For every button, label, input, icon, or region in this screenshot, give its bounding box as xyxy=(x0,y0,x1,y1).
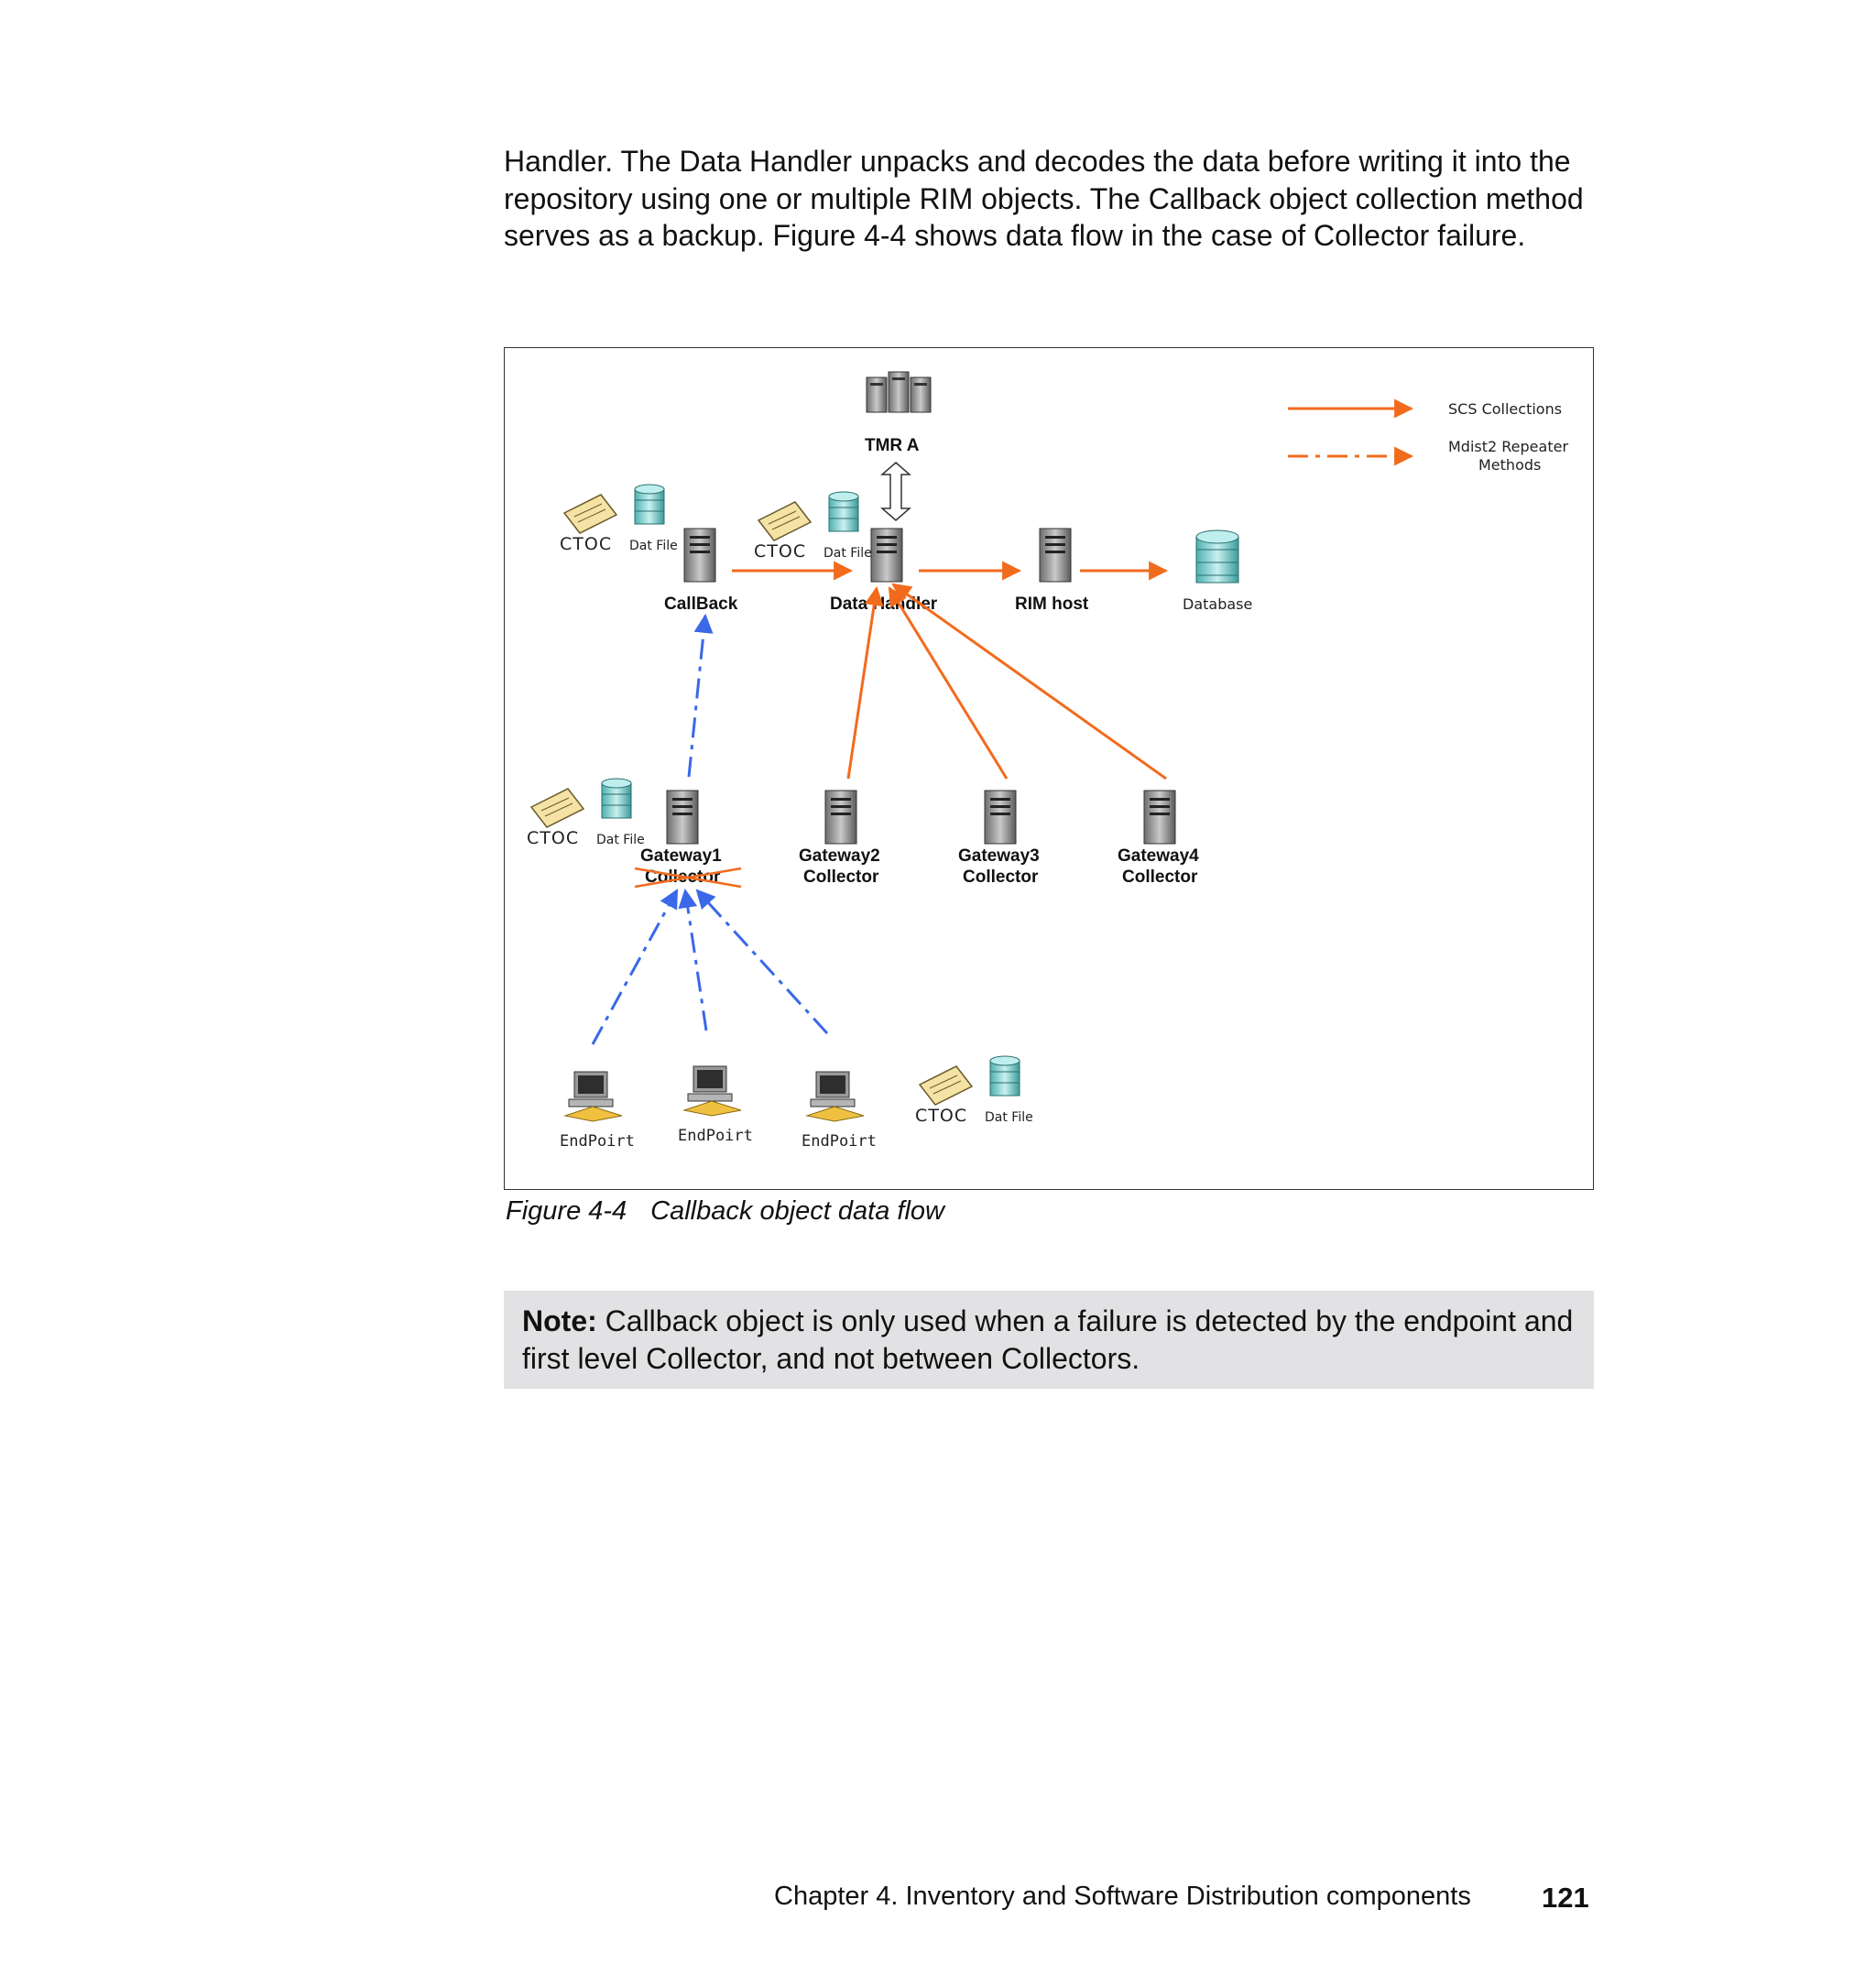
svg-text:CTOC: CTOC xyxy=(527,828,579,848)
svg-text:Dat File: Dat File xyxy=(985,1110,1033,1125)
endpoint3-label: EndPoirt xyxy=(802,1132,877,1151)
data-flow-diagram: SCS Collections Mdist2 Repeater Methods … xyxy=(527,371,1568,1151)
data-handler-server-icon xyxy=(870,528,903,583)
figure-caption: Figure 4-4 Callback object data flow xyxy=(506,1196,944,1227)
gateway1-server-icon xyxy=(666,790,699,845)
arrow-endpoint3-to-gw1 xyxy=(695,889,829,1035)
gateway2-server-icon xyxy=(824,790,857,845)
ctoc-icon xyxy=(562,494,618,534)
svg-text:Dat File: Dat File xyxy=(823,546,872,561)
svg-text:CTOC: CTOC xyxy=(754,541,806,562)
svg-text:CTOC: CTOC xyxy=(915,1106,967,1126)
gateway3-collector-label: Collector xyxy=(963,868,1039,887)
tmr-double-arrow xyxy=(879,462,912,521)
body-paragraph: Handler. The Data Handler unpacks and de… xyxy=(504,145,1584,252)
endpoint2-computer-icon xyxy=(682,1065,742,1117)
footer-chapter-title: Chapter 4. Inventory and Software Distri… xyxy=(774,1882,1471,1911)
callback-server-icon xyxy=(683,528,716,583)
dat-file-icon xyxy=(601,778,632,819)
gateway4-collector-label: Collector xyxy=(1122,868,1198,887)
endpoint1-computer-icon xyxy=(563,1071,623,1122)
failure-cross-mark xyxy=(634,867,742,889)
database-icon xyxy=(1195,529,1239,584)
ctoc-icon xyxy=(757,501,813,541)
ctoc-group-endpoints: CTOC Dat File xyxy=(915,1055,1033,1126)
tmr-server-icon xyxy=(866,371,932,413)
ctoc-icon xyxy=(529,788,585,828)
legend-solid-label: SCS Collections xyxy=(1448,400,1562,418)
ctoc-group-data-handler: CTOC Dat File xyxy=(754,491,872,562)
endpoint1-label: EndPoirt xyxy=(560,1132,635,1151)
arrow-gw4-to-handler xyxy=(891,583,1167,780)
gateway1-label: Gateway1 xyxy=(640,846,722,866)
note-box: Note: Callback object is only used when … xyxy=(504,1291,1594,1389)
figure-caption-number: Figure 4-4 xyxy=(506,1196,627,1226)
legend: SCS Collections Mdist2 Repeater Methods xyxy=(1288,398,1568,474)
arrow-endpoint1-to-gw1 xyxy=(591,889,679,1045)
arrow-gw1-to-callback xyxy=(687,613,714,778)
svg-text:Dat File: Dat File xyxy=(629,539,678,553)
gateway3-label: Gateway3 xyxy=(958,846,1040,866)
dat-file-icon xyxy=(828,491,859,532)
legend-dashed-label-1: Mdist2 Repeater xyxy=(1448,438,1568,455)
database-label: Database xyxy=(1183,595,1252,613)
gateway4-label: Gateway4 xyxy=(1118,846,1199,866)
rim-host-server-icon xyxy=(1039,528,1072,583)
legend-dashed-label-2: Methods xyxy=(1478,456,1541,474)
gateway4-server-icon xyxy=(1143,790,1176,845)
arrow-gw2-to-handler xyxy=(846,585,884,780)
figure-caption-title: Callback object data flow xyxy=(650,1196,944,1226)
endpoint2-label: EndPoirt xyxy=(678,1127,753,1145)
dat-file-icon xyxy=(989,1055,1020,1097)
endpoint3-computer-icon xyxy=(805,1071,865,1122)
arrow-gw3-to-handler xyxy=(888,586,1009,780)
figure-callback-data-flow: SCS Collections Mdist2 Repeater Methods … xyxy=(504,347,1594,1190)
ctoc-group-callback: CTOC Dat File xyxy=(560,484,678,554)
tmr-label: TMR A xyxy=(865,436,920,455)
callback-label: CallBack xyxy=(664,595,738,614)
footer-page-number: 121 xyxy=(1542,1882,1589,1914)
ctoc-icon xyxy=(918,1065,974,1106)
ctoc-group-gateway1: CTOC Dat File xyxy=(527,778,645,848)
arrow-endpoint2-to-gw1 xyxy=(678,888,708,1031)
note-text: Callback object is only used when a fail… xyxy=(522,1304,1574,1375)
gateway2-label: Gateway2 xyxy=(799,846,880,866)
gateway3-server-icon xyxy=(984,790,1017,845)
rim-host-label: RIM host xyxy=(1015,595,1089,614)
note-label: Note: xyxy=(522,1304,597,1337)
gateway2-collector-label: Collector xyxy=(803,868,879,887)
svg-text:CTOC: CTOC xyxy=(560,534,612,554)
dat-file-icon xyxy=(634,484,665,525)
svg-text:Dat File: Dat File xyxy=(596,833,645,847)
